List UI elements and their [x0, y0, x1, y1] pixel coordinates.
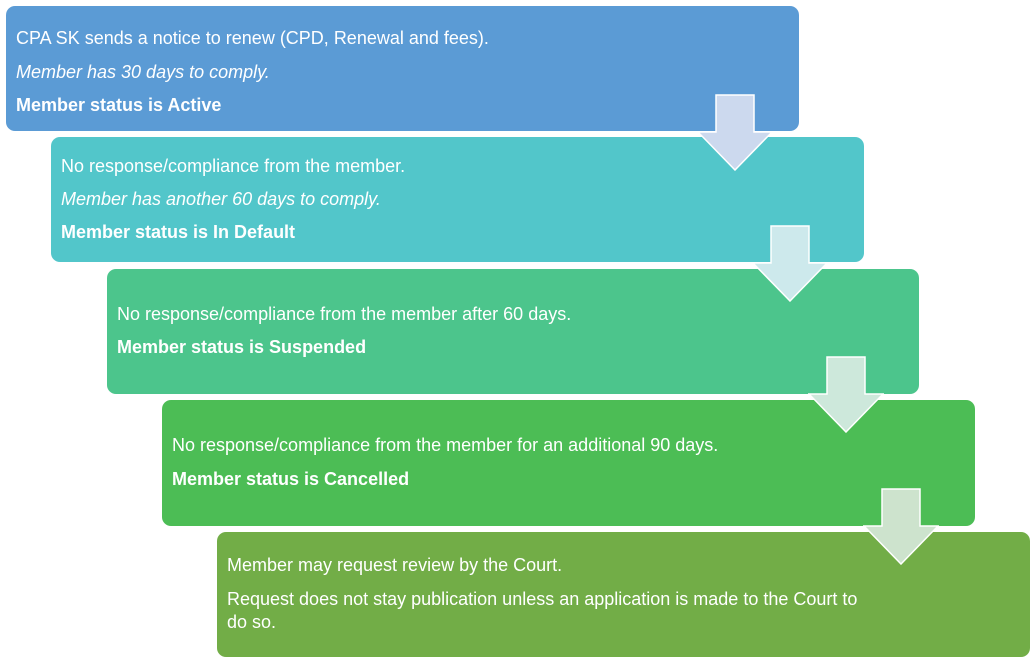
arrow-shape — [697, 94, 773, 171]
step-1-status: Member status is Active — [16, 95, 222, 115]
down-arrow-icon — [808, 356, 884, 433]
step-active-notice: CPA SK sends a notice to renew (CPD, Ren… — [6, 6, 799, 131]
down-arrow-icon — [863, 488, 939, 565]
step-2-text: No response/compliance from the member. — [61, 156, 406, 176]
step-5-note: Request does not stay publication unless… — [227, 589, 858, 632]
arrow-shape — [752, 225, 828, 302]
arrow-shape — [808, 356, 884, 433]
step-4-status: Member status is Cancelled — [172, 469, 410, 489]
step-3-status: Member status is Suspended — [117, 337, 367, 357]
step-1-deadline: Member has 30 days to comply. — [16, 62, 270, 82]
down-arrow-icon — [752, 225, 828, 302]
step-2-status: Member status is In Default — [61, 222, 296, 242]
arrow-shape — [863, 488, 939, 565]
step-3-text: No response/compliance from the member a… — [117, 304, 572, 324]
step-2-deadline: Member has another 60 days to comply. — [61, 189, 381, 209]
down-arrow-icon — [697, 94, 773, 171]
step-1-text: CPA SK sends a notice to renew (CPD, Ren… — [16, 28, 489, 48]
step-5-text: Member may request review by the Court. — [227, 555, 563, 575]
step-4-text: No response/compliance from the member f… — [172, 435, 719, 455]
